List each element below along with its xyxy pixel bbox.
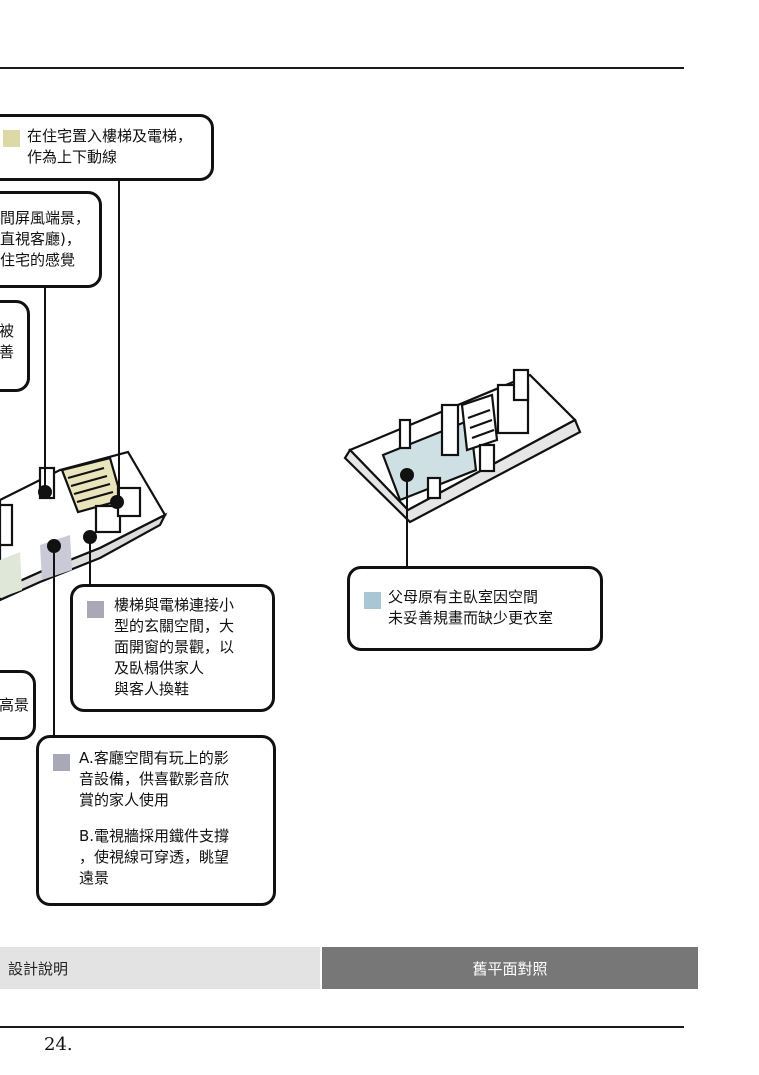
callout-foyer-text: 樓梯與電梯連接小 型的玄關空間，大 面開窗的景觀，以 及臥榻供家人 與客人換鞋 [114,596,235,698]
blue-swatch [364,592,381,609]
callout-stairs-text: 在住宅置入樓梯及電梯， 作為上下動線 [27,127,193,166]
callout-view-text: 高景 [0,696,30,714]
new-floor-plan [0,450,168,602]
top-rule [0,67,684,69]
footer-tab-old-plan: 舊平面對照 [322,947,698,989]
yellow-swatch [3,130,20,147]
callout-master-bedroom: 父母原有主臥室因空間 未妥善規畫而缺少更衣室 [347,566,603,651]
bottom-rule [0,1026,684,1028]
callout-screen-text: 間屏風端景， 直視客廳)， 住宅的感覺 [0,209,91,269]
callout-partial: 被 善 [0,300,30,392]
callout-stairs-elevator: 在住宅置入樓梯及電梯， 作為上下動線 [0,114,214,181]
leader-line-screen [44,285,46,492]
leader-line-bedroom [406,475,408,567]
callout-bedroom-text: 父母原有主臥室因空間 未妥善規畫而缺少更衣室 [388,588,554,627]
callout-living-room: A.客廳空間有玩上的影 音設備，供喜歡影音欣 賞的家人使用 B.電視牆採用鐵件支… [36,735,276,906]
leader-line-stairs [118,180,120,502]
page-number: 24. [44,1034,73,1055]
callout-foyer: 樓梯與電梯連接小 型的玄關空間，大 面開窗的景觀，以 及臥榻供家人 與客人換鞋 [70,584,275,712]
footer-tab-design-notes: 設計說明 [0,947,320,989]
gray-swatch [87,601,104,618]
footer-left-label: 設計說明 [8,960,69,978]
leader-line-living [53,546,55,738]
callout-screen-view: 間屏風端景， 直視客廳)， 住宅的感覺 [0,191,102,288]
gray-swatch [53,754,70,771]
callout-partial-text: 被 善 [0,322,15,361]
footer-right-label: 舊平面對照 [472,960,548,978]
callout-living-text-b: B.電視牆採用鐵件支撐 ，使視線可穿透，眺望 遠景 [79,827,230,887]
callout-living-text-a: A.客廳空間有玩上的影 音設備，供喜歡影音欣 賞的家人使用 [79,749,230,809]
old-floor-plan [343,368,582,524]
leader-line-foyer [89,537,91,585]
callout-view: 高景 [0,670,36,740]
